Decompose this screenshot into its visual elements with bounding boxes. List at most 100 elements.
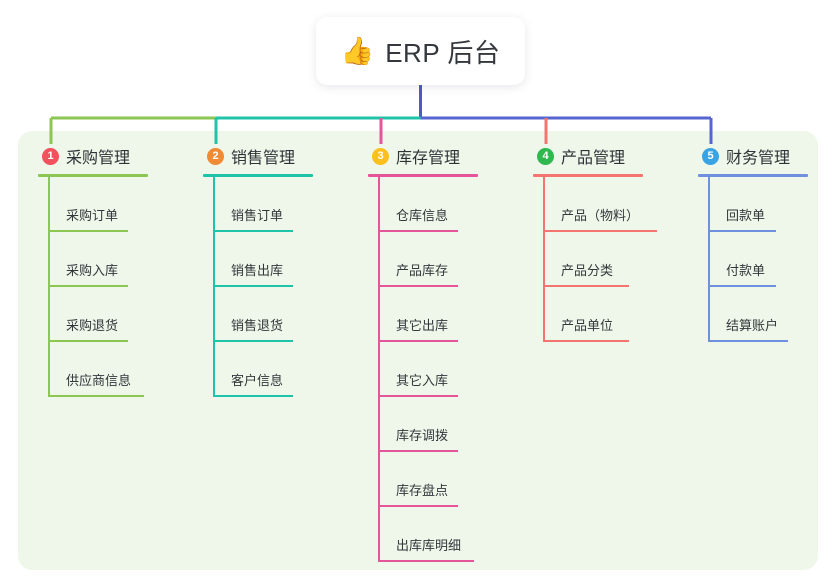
- branch-item-label: 库存调拨: [396, 428, 449, 443]
- branch-item[interactable]: 产品分类: [543, 232, 643, 287]
- branch-badge-1: 1: [42, 147, 59, 165]
- branch-item-label: 产品单位: [561, 318, 614, 333]
- branch-underline-1: [38, 174, 148, 177]
- branch-item[interactable]: 采购订单: [48, 177, 148, 232]
- branch-item[interactable]: 产品（物料）: [543, 177, 657, 232]
- branch-item-label: 采购退货: [66, 318, 119, 333]
- branch-header-5[interactable]: 5 财务管理: [698, 143, 808, 169]
- branch-item[interactable]: 其它出库: [378, 287, 478, 342]
- branch-items-2: 销售订单销售出库销售退货客户信息: [203, 177, 313, 397]
- branch-item-underline: [215, 285, 293, 287]
- branch-spine-4: [543, 177, 545, 342]
- branch-title-2: 销售管理: [231, 150, 296, 167]
- branches-panel: [18, 131, 818, 570]
- branch-item-underline: [50, 285, 128, 287]
- branch-item-underline: [215, 230, 293, 232]
- branch-column-1: 1 采购管理采购订单采购入库采购退货供应商信息: [38, 143, 148, 397]
- branch-item-label: 产品分类: [561, 263, 614, 278]
- branch-items-5: 回款单付款单结算账户: [698, 177, 808, 342]
- branch-badge-5: 5: [702, 147, 719, 165]
- branch-item[interactable]: 仓库信息: [378, 177, 478, 232]
- branch-item-underline: [710, 285, 776, 287]
- branch-header-2[interactable]: 2 销售管理: [203, 143, 313, 169]
- branch-column-3: 3 库存管理仓库信息产品库存其它出库其它入库库存调拨库存盘点出库库明细: [368, 143, 478, 562]
- branch-items-4: 产品（物料） 产品分类产品单位: [533, 177, 657, 342]
- branch-item-label: 付款单: [726, 263, 766, 278]
- branch-item[interactable]: 采购退货: [48, 287, 148, 342]
- branch-item-underline: [50, 395, 144, 397]
- branch-item-underline: [380, 395, 458, 397]
- root-title-card[interactable]: 👍 ERP 后台: [316, 17, 525, 85]
- branch-items-3: 仓库信息产品库存其它出库其它入库库存调拨库存盘点出库库明细: [368, 177, 478, 562]
- branch-item[interactable]: 客户信息: [213, 342, 313, 397]
- branch-item[interactable]: 库存盘点: [378, 452, 478, 507]
- branch-item[interactable]: 出库库明细: [378, 507, 478, 562]
- branch-item-underline: [545, 285, 629, 287]
- root-title-label: ERP 后台: [385, 37, 501, 68]
- branch-item[interactable]: 产品单位: [543, 287, 643, 342]
- branch-title-4: 产品管理: [561, 150, 626, 167]
- branch-item-label: 采购入库: [66, 263, 119, 278]
- branch-badge-2: 2: [207, 147, 224, 165]
- branch-item[interactable]: 供应商信息: [48, 342, 148, 397]
- branch-item-underline: [380, 505, 458, 507]
- branch-item-underline: [380, 285, 458, 287]
- branch-item-underline: [50, 340, 128, 342]
- branch-item-underline: [710, 340, 788, 342]
- branch-spine-5: [708, 177, 710, 342]
- branch-item-underline: [545, 230, 657, 232]
- branch-item-label: 产品库存: [396, 263, 449, 278]
- branch-item[interactable]: 库存调拨: [378, 397, 478, 452]
- branch-underline-2: [203, 174, 313, 177]
- branch-item-label: 销售退货: [231, 318, 284, 333]
- branch-item-label: 其它出库: [396, 318, 449, 333]
- branch-item-label: 出库库明细: [396, 538, 462, 553]
- branch-item[interactable]: 采购入库: [48, 232, 148, 287]
- branch-underline-4: [533, 174, 643, 177]
- branch-item-label: 产品（物料）: [561, 208, 640, 223]
- branch-item-underline: [215, 340, 293, 342]
- branch-item-underline: [50, 230, 128, 232]
- branch-item[interactable]: 结算账户: [708, 287, 808, 342]
- branch-item-underline: [380, 560, 474, 562]
- branch-underline-3: [368, 174, 478, 177]
- thumbs-up-icon: 👍: [340, 35, 375, 66]
- branch-item-underline: [380, 340, 458, 342]
- branch-item[interactable]: 销售退货: [213, 287, 313, 342]
- branch-item-label: 回款单: [726, 208, 766, 223]
- branch-item-underline: [380, 230, 458, 232]
- branch-spine-2: [213, 177, 215, 397]
- branch-item[interactable]: 销售订单: [213, 177, 313, 232]
- branch-underline-5: [698, 174, 808, 177]
- branch-item[interactable]: 产品库存: [378, 232, 478, 287]
- branch-badge-4: 4: [537, 147, 554, 165]
- branch-spine-3: [378, 177, 380, 562]
- branch-badge-3: 3: [372, 147, 389, 165]
- branch-item-label: 销售出库: [231, 263, 284, 278]
- branch-header-4[interactable]: 4 产品管理: [533, 143, 643, 169]
- branch-item[interactable]: 付款单: [708, 232, 808, 287]
- branch-header-3[interactable]: 3 库存管理: [368, 143, 478, 169]
- branch-column-2: 2 销售管理销售订单销售出库销售退货客户信息: [203, 143, 313, 397]
- branch-item-underline: [380, 450, 458, 452]
- branch-title-1: 采购管理: [66, 150, 131, 167]
- branch-item-label: 销售订单: [231, 208, 284, 223]
- branch-title-5: 财务管理: [726, 150, 791, 167]
- branch-item[interactable]: 其它入库: [378, 342, 478, 397]
- branch-column-5: 5 财务管理回款单付款单结算账户: [698, 143, 808, 342]
- branch-item-label: 供应商信息: [66, 373, 132, 388]
- branch-item-label: 其它入库: [396, 373, 449, 388]
- branch-column-4: 4 产品管理产品（物料） 产品分类产品单位: [533, 143, 657, 342]
- branch-items-1: 采购订单采购入库采购退货供应商信息: [38, 177, 148, 397]
- branch-item-label: 仓库信息: [396, 208, 449, 223]
- branch-item-label: 结算账户: [726, 318, 779, 333]
- branch-item[interactable]: 销售出库: [213, 232, 313, 287]
- branch-spine-1: [48, 177, 50, 397]
- branch-item-underline: [215, 395, 293, 397]
- branch-item[interactable]: 回款单: [708, 177, 808, 232]
- branch-item-underline: [710, 230, 776, 232]
- branch-item-label: 采购订单: [66, 208, 119, 223]
- branch-title-3: 库存管理: [396, 150, 461, 167]
- branch-header-1[interactable]: 1 采购管理: [38, 143, 148, 169]
